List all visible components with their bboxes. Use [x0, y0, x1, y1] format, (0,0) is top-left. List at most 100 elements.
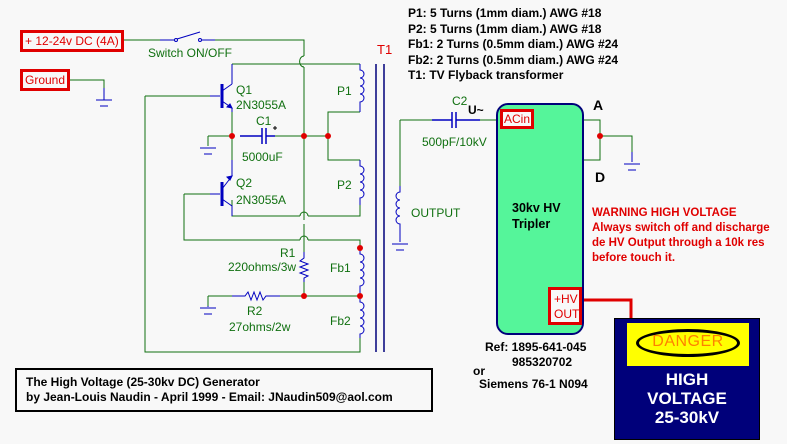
warning-line: before touch it. [592, 252, 676, 264]
wire-switch-out [215, 39, 305, 56]
transformer-label: T1 [377, 42, 393, 57]
winding-notes: P1: 5 Turns (1mm diam.) AWG #18 P2: 5 Tu… [408, 6, 618, 84]
emitter-arrow-icon [225, 175, 233, 181]
fb1-label: Fb1 [330, 261, 351, 275]
ground-icon [200, 147, 216, 155]
ground-icon [96, 88, 112, 107]
wire-hops [299, 55, 309, 241]
tripler-title-line2: Tripler [512, 217, 551, 231]
switch-label: Switch ON/OFF [148, 46, 233, 60]
danger-oval [636, 329, 740, 357]
power-terminal[interactable]: + 12-24v DC (4A) [20, 30, 124, 52]
ref-or: or [473, 364, 485, 378]
hop-1 [299, 55, 305, 68]
warning-line: de HV Output through a 10k res [592, 237, 765, 249]
r2-name: R2 [247, 304, 263, 318]
p1-label: P1 [337, 84, 352, 98]
note-p1: P1: 5 Turns (1mm diam.) AWG #18 [408, 6, 602, 20]
transistor-q1[interactable] [210, 83, 233, 112]
warning-text: WARNING HIGH VOLTAGE Always switch off a… [592, 206, 770, 266]
pin-d-label: D [595, 169, 606, 185]
coil-fb2[interactable] [359, 296, 365, 338]
switch-symbol[interactable] [160, 31, 215, 42]
coil-p1[interactable] [359, 64, 365, 112]
wire-a-gnd [600, 135, 633, 152]
coils [359, 64, 401, 338]
c2-name: C2 [452, 94, 468, 108]
resistor-r2[interactable] [232, 290, 280, 302]
title-block: The High Voltage (25-30kv DC) Generator … [15, 368, 433, 412]
transformer-core [375, 64, 385, 352]
ground-icon [200, 306, 216, 315]
q1-part: 2N3055A [236, 98, 287, 112]
transistor-q2[interactable] [210, 160, 233, 216]
emitter-arrow-icon [225, 103, 233, 109]
hv-out-line2: OUT [554, 307, 580, 321]
hop-3 [299, 235, 309, 241]
hop-2 [299, 211, 309, 217]
warning-line: WARNING HIGH VOLTAGE [592, 207, 737, 219]
q1-name: Q1 [236, 83, 253, 97]
capacitor-c2[interactable] [432, 112, 480, 128]
plus-sign [273, 126, 277, 130]
wire-q1-base-loop [144, 96, 361, 353]
hv-out-line1: +HV [554, 292, 578, 306]
note-fb1: Fb1: 2 Turns (0.5mm diam.) AWG #24 [408, 37, 619, 51]
node [357, 245, 363, 251]
wires [70, 39, 633, 353]
c2-value: 500pF/10kV [422, 135, 487, 149]
capacitor-c1[interactable] [240, 126, 277, 144]
hv-out-terminal[interactable]: +HV OUT [548, 287, 582, 325]
tripler-title-line1: 30kv HV [512, 201, 561, 215]
title-line2: by Jean-Louis Naudin - April 1999 - Emai… [26, 390, 393, 404]
node [357, 293, 363, 299]
wire-p1-bottom [327, 111, 360, 136]
note-p2: P2: 5 Turns (1mm diam.) AWG #18 [408, 21, 602, 36]
fb2-label: Fb2 [330, 314, 351, 328]
output-label: OUTPUT [411, 206, 461, 220]
node [229, 133, 235, 139]
high-voltage-text: HIGH VOLTAGE 25-30kV [614, 370, 760, 427]
u-ac-label: U~ [468, 103, 484, 117]
hv-line2: VOLTAGE [647, 389, 727, 408]
ref-line3: Siemens 76-1 N094 [479, 377, 588, 391]
wire-p2-top [327, 136, 360, 161]
q2-part: 2N3055A [236, 193, 287, 207]
pin-a-label: A [593, 97, 604, 113]
tripler-title: 30kv HV Tripler [512, 200, 561, 232]
warning-line: Always switch off and discharge [592, 222, 770, 234]
ground-icon [392, 230, 408, 251]
c1-name: C1 [256, 114, 272, 128]
r2-value: 27ohms/2w [229, 320, 291, 334]
ref-line2: 985320702 [512, 355, 573, 369]
hv-output-wire [580, 298, 633, 318]
ref-line1: Ref: 1895-641-045 [485, 340, 587, 354]
node [301, 133, 307, 139]
hv-line1: HIGH [665, 370, 709, 389]
coil-p2[interactable] [359, 160, 365, 205]
wire-ground [70, 79, 105, 88]
acin-terminal[interactable]: ACin [500, 109, 535, 129]
resistor-r1[interactable] [298, 252, 310, 282]
wire-fb1-top [308, 239, 361, 248]
danger-text: DANGER [652, 333, 724, 350]
c1-value: 5000uF [242, 150, 283, 164]
wire-q2-base-loop [183, 194, 300, 241]
wire-p2-bottom [308, 205, 361, 217]
r1-name: R1 [280, 246, 296, 260]
p2-label: P2 [337, 178, 352, 192]
r1-value: 220ohms/3w [228, 260, 297, 274]
coil-output[interactable] [395, 186, 401, 230]
junction-nodes [229, 133, 603, 299]
q2-name: Q2 [236, 176, 253, 190]
note-fb2: Fb2: 2 Turns (0.5mm diam.) AWG #24 [408, 52, 619, 67]
ground-terminal[interactable]: Ground [20, 69, 71, 91]
node [597, 133, 603, 139]
ground-icon [624, 152, 640, 171]
note-t1: T1: TV Flyback transformer [408, 68, 564, 82]
title-line1: The High Voltage (25-30kv DC) Generator [26, 375, 260, 389]
coil-fb1[interactable] [359, 248, 365, 296]
node [325, 133, 331, 139]
hv-line3: 25-30kV [654, 408, 720, 427]
